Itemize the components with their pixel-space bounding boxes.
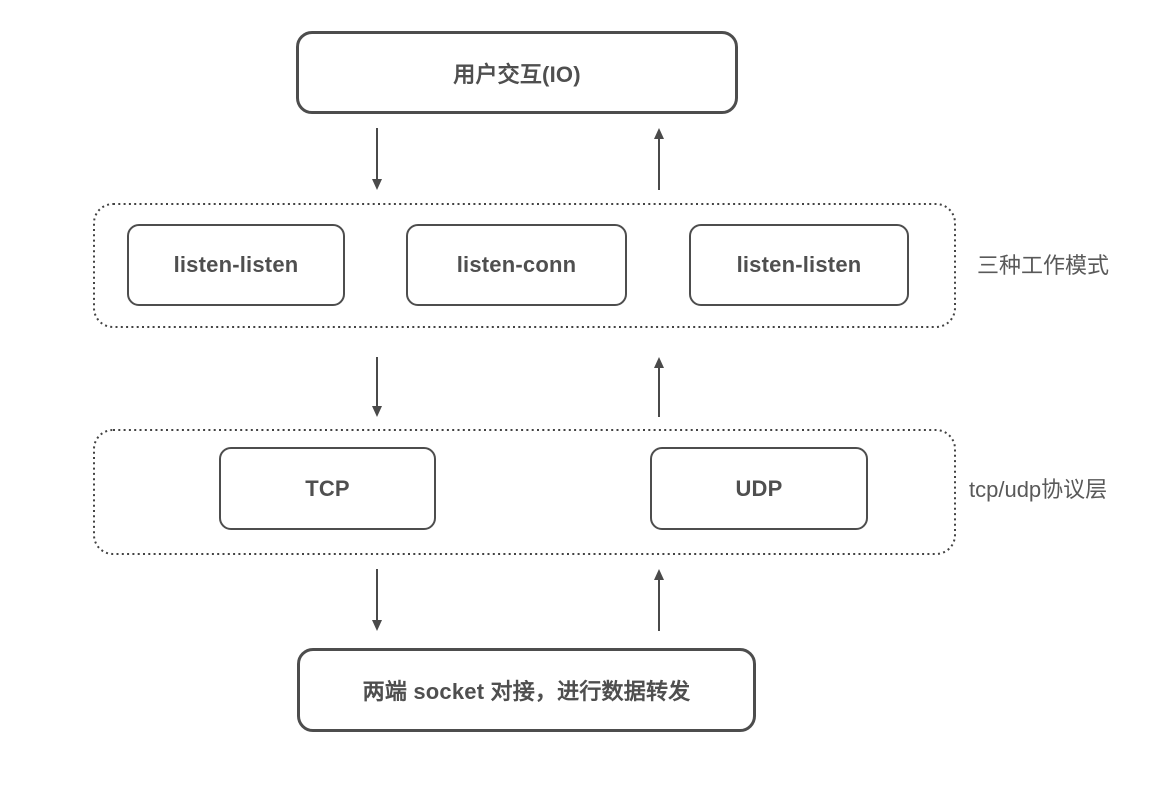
node-listen-listen-2-label: listen-listen	[736, 252, 862, 277]
node-user-io-label: 用户交互(IO)	[453, 61, 581, 87]
protocol-group-side-label: tcp/udp协议层	[969, 477, 1108, 502]
node-udp-label: UDP	[735, 475, 783, 501]
node-listen-listen-1: listen-listen	[127, 224, 345, 306]
modes-group-side-label: 三种工作模式	[977, 253, 1110, 278]
node-tcp-label: TCP	[305, 475, 350, 501]
arrow-down-modes-to-protocol-icon	[371, 357, 383, 417]
node-socket-forward: 两端 socket 对接，进行数据转发	[297, 648, 756, 732]
node-listen-listen-2: listen-listen	[689, 224, 909, 306]
protocol-group: TCP UDP	[93, 429, 956, 555]
node-udp: UDP	[650, 447, 868, 530]
modes-group: listen-listen listen-conn listen-listen	[93, 203, 956, 328]
node-user-io: 用户交互(IO)	[296, 31, 738, 114]
node-listen-listen-1-label: listen-listen	[173, 252, 299, 277]
node-socket-forward-label: 两端 socket 对接，进行数据转发	[362, 679, 691, 704]
arrow-up-protocol-to-modes-icon	[653, 357, 665, 417]
arrow-up-modes-to-io-icon	[653, 128, 665, 190]
node-tcp: TCP	[219, 447, 436, 530]
arrow-down-protocol-to-socket-icon	[371, 569, 383, 631]
modes-group-dotted-border	[93, 203, 956, 328]
arrow-down-io-to-modes-icon	[371, 128, 383, 190]
arrow-up-socket-to-protocol-icon	[653, 569, 665, 631]
node-listen-conn-label: listen-conn	[456, 252, 577, 277]
node-listen-conn: listen-conn	[406, 224, 627, 306]
protocol-group-dotted-border	[93, 429, 956, 555]
